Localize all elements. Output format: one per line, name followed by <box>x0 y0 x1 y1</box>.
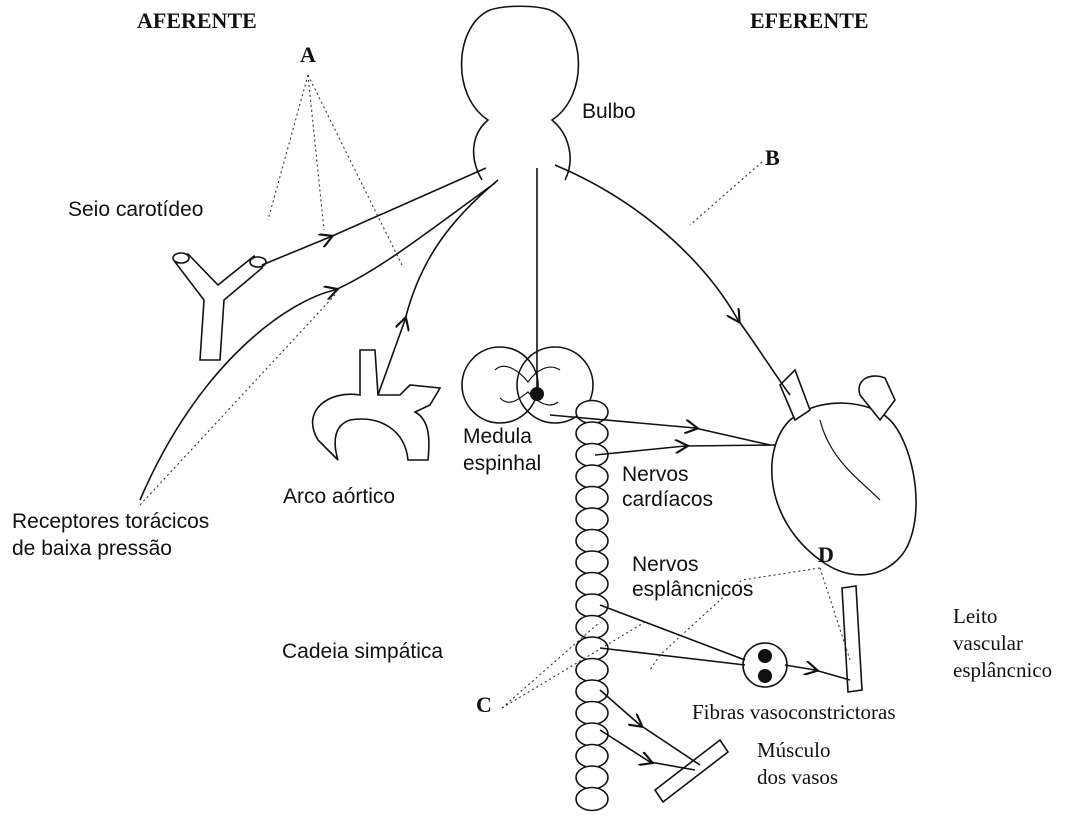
label-nervos-cardiacos-2: cardíacos <box>622 488 713 512</box>
postganglionic-splanchnic <box>785 665 850 680</box>
label-nervos-esplancnicos-2: esplâncnicos <box>632 578 753 602</box>
afferent-header: AFERENTE <box>137 8 257 33</box>
label-leito-3: esplâncnico <box>953 658 1052 682</box>
label-bulbo: Bulbo <box>582 100 636 124</box>
chain-ganglion <box>576 680 608 703</box>
label-musculo-2: dos vasos <box>757 765 838 789</box>
splanchnic-nerve-1 <box>600 605 745 660</box>
leader-A <box>268 75 402 265</box>
label-fibras-vasoconstrictoras: Fibras vasoconstrictoras <box>692 700 896 724</box>
letter-c: C <box>476 692 492 717</box>
muscle-vessel <box>655 740 728 802</box>
chain-ganglion <box>576 465 608 488</box>
chain-ganglion <box>576 616 608 639</box>
heart <box>772 370 916 575</box>
brainstem-outline <box>462 10 579 180</box>
chain-ganglion <box>576 422 608 445</box>
label-arco-aortico: Arco aórtico <box>283 485 395 509</box>
leader-receptores <box>140 295 335 505</box>
label-musculo-1: Músculo <box>757 738 831 762</box>
efferent-vagal <box>555 165 790 395</box>
label-receptores-2: de baixa pressão <box>12 537 172 561</box>
chain-ganglion <box>576 723 608 746</box>
splanchnic-vessel <box>842 586 862 692</box>
spinal-cord-section <box>462 347 593 423</box>
afferent-thoracic <box>140 183 495 500</box>
chain-ganglion <box>576 766 608 789</box>
vasoconstrictor-fiber-2 <box>600 730 695 770</box>
chain-ganglion <box>576 530 608 553</box>
aortic-arch-vessel <box>313 350 440 460</box>
chain-ganglion <box>576 659 608 682</box>
afferent-aortic <box>378 180 498 395</box>
chain-ganglion <box>576 551 608 574</box>
label-medula-1: Medula <box>463 425 532 449</box>
chain-ganglion <box>576 702 608 725</box>
brainstem-top-curve <box>490 6 550 10</box>
letter-b: B <box>765 145 780 170</box>
chain-ganglion <box>576 508 608 531</box>
chain-ganglion <box>576 745 608 768</box>
splanchnic-ganglion <box>743 643 787 687</box>
chain-ganglion <box>576 487 608 510</box>
leader-B <box>690 162 762 225</box>
cardiac-nerve-2 <box>595 445 775 455</box>
chain-ganglion <box>576 444 608 467</box>
letter-d: D <box>818 542 834 567</box>
afferent-carotid <box>262 168 486 265</box>
chain-ganglion <box>576 573 608 596</box>
label-seio-carotideo: Seio carotídeo <box>68 198 203 222</box>
label-receptores-1: Receptores torácicos <box>12 510 209 534</box>
carotid-vessel <box>175 254 262 360</box>
efferent-header: EFERENTE <box>750 8 869 33</box>
splanchnic-nerve-2 <box>600 648 745 665</box>
label-leito-2: vascular <box>953 631 1023 655</box>
letter-a: A <box>300 42 316 67</box>
label-nervos-esplancnicos-1: Nervos <box>632 553 699 577</box>
label-cadeia-simpatica: Cadeia simpática <box>282 640 443 664</box>
label-leito-1: Leito <box>953 604 997 628</box>
leader-C <box>502 622 645 708</box>
vasoconstrictor-fiber-1 <box>600 690 700 765</box>
label-nervos-cardiacos-1: Nervos <box>622 463 689 487</box>
label-medula-2: espinhal <box>463 452 541 476</box>
chain-ganglion <box>576 788 608 811</box>
